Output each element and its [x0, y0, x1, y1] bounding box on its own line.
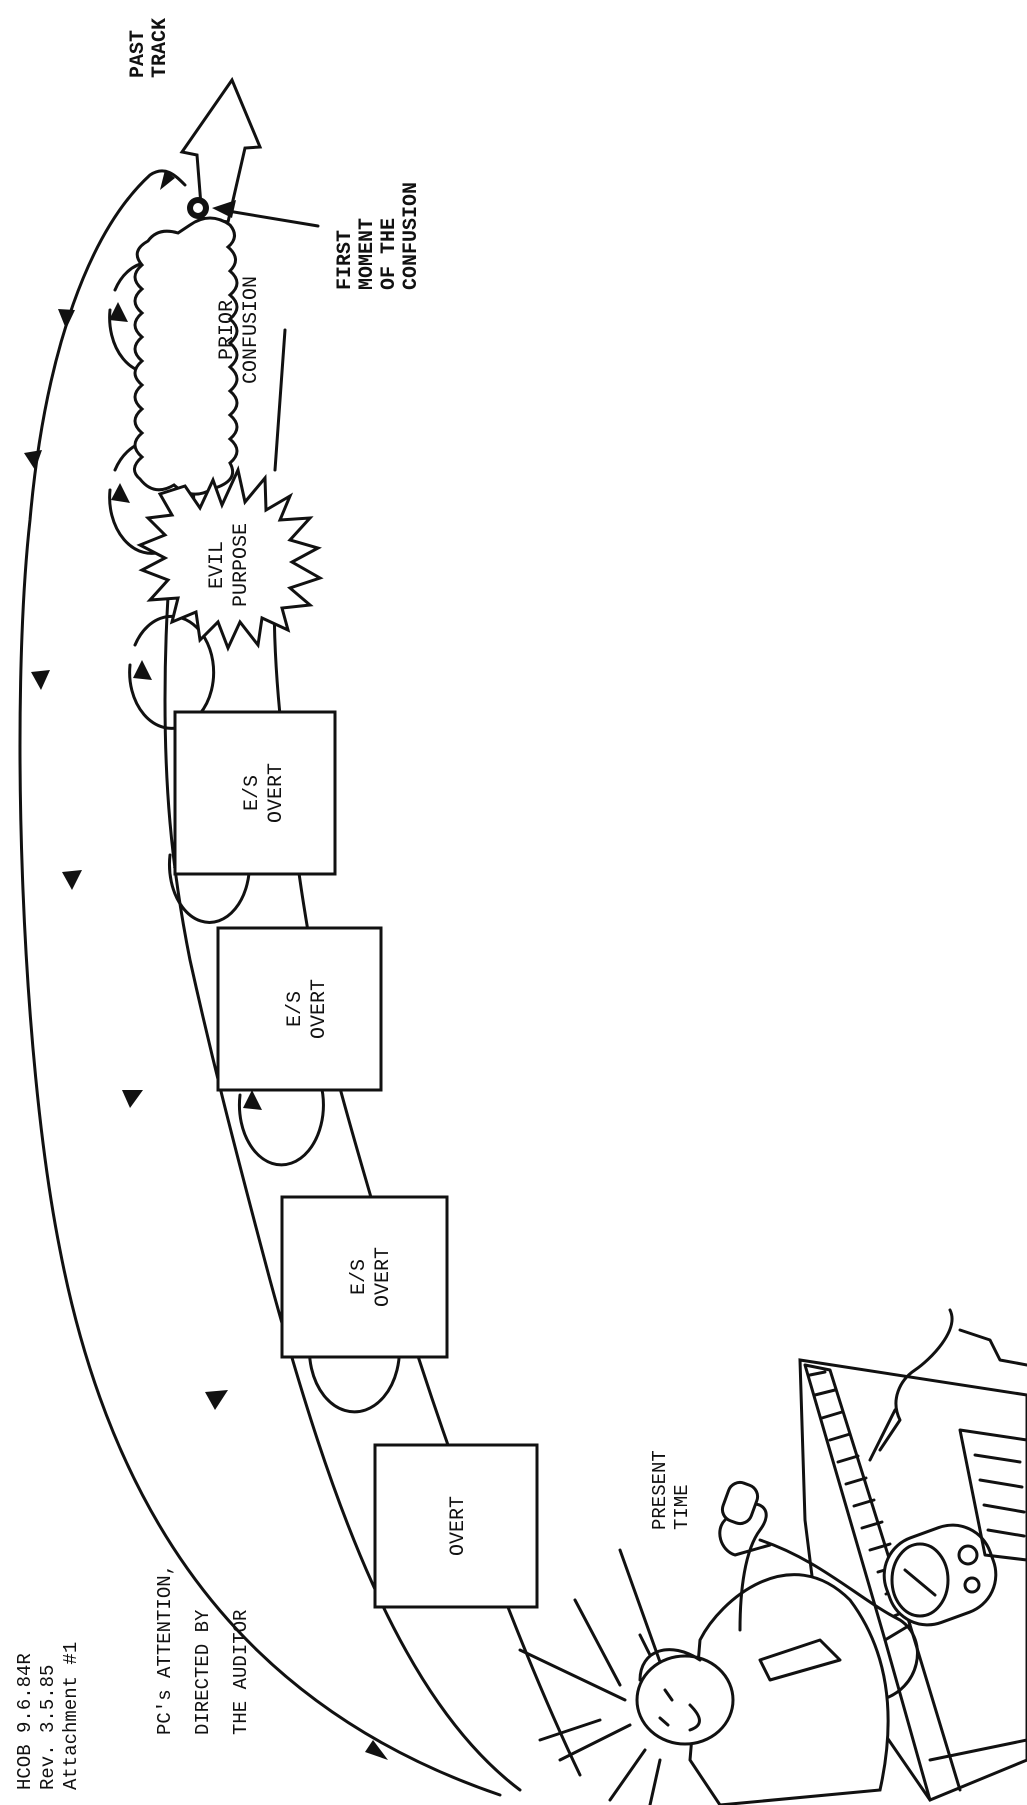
evil-purpose-line-1: EVIL: [206, 541, 229, 589]
first-moment-line-2: MOMENT: [356, 218, 379, 290]
arc-arrow-icon: [62, 870, 82, 890]
pc-head-icon: [637, 1656, 733, 1744]
incident-box-e-s-overt-2: E/S OVERT: [218, 928, 381, 1090]
first-moment-pointer-line: [222, 210, 318, 226]
document-header: HCOB 9.6.84R Rev. 3.5.85 Attachment #1: [14, 1642, 82, 1790]
first-moment-line-1: FIRST: [334, 230, 357, 290]
arc-arrow-icon: [58, 309, 75, 329]
prior-confusion-node: PRIOR CONFUSION: [134, 218, 263, 494]
attention-line-3: THE AUDITOR: [230, 1610, 252, 1735]
incident-label-line-1: E/S: [284, 991, 307, 1027]
loop-arrow-icon: [243, 1090, 262, 1110]
first-moment-dot-inner: [193, 203, 203, 213]
present-time-label: PRESENT TIME: [649, 1450, 693, 1530]
incident-box-overt: OVERT: [375, 1445, 537, 1607]
attention-line-1: PC's ATTENTION,: [154, 1564, 176, 1735]
loop-arrow-icon: [111, 483, 130, 503]
arc-arrow-icon: [205, 1390, 228, 1410]
present-time-line-2: TIME: [671, 1484, 693, 1530]
e-meter-knob-icon: [965, 1578, 979, 1592]
incident-label-line-2: OVERT: [265, 763, 288, 823]
arc-arrow-icon: [31, 670, 50, 690]
incident-box-e-s-overt-3: E/S OVERT: [175, 712, 335, 874]
header-line-3: Attachment #1: [60, 1642, 82, 1790]
e-meter-knob-icon: [959, 1546, 977, 1564]
incident-label-line-1: OVERT: [447, 1496, 470, 1556]
attention-line-2: DIRECTED BY: [192, 1609, 214, 1735]
arc-arrow-icon: [122, 1090, 143, 1108]
incident-label-line-2: OVERT: [308, 979, 331, 1039]
header-line-1: HCOB 9.6.84R: [14, 1653, 36, 1790]
incident-label-line-1: E/S: [241, 775, 264, 811]
loop-arrow-icon: [109, 302, 128, 322]
track-line-right-upper: [275, 330, 285, 470]
incident-label-line-2: OVERT: [372, 1247, 395, 1307]
past-track-label: PAST TRACK: [127, 18, 172, 78]
e-meter-dial-icon: [892, 1544, 948, 1616]
auditor-with-e-meter-illustration: [520, 1310, 1027, 1805]
incident-label-line-1: E/S: [348, 1259, 371, 1295]
prior-confusion-line-1: PRIOR: [216, 300, 239, 360]
header-line-2: Rev. 3.5.85: [37, 1665, 59, 1790]
past-track-line-2: TRACK: [149, 18, 172, 78]
evil-purpose-line-2: PURPOSE: [230, 523, 253, 607]
past-track-line-1: PAST: [127, 30, 150, 78]
first-moment-line-3: OF THE: [378, 218, 401, 290]
first-moment-label: FIRST MOMENT OF THE CONFUSION: [334, 182, 423, 290]
present-time-line-1: PRESENT: [649, 1450, 671, 1530]
loop-arrow-icon: [133, 660, 152, 680]
prior-confusion-line-2: CONFUSION: [240, 276, 263, 384]
first-moment-line-4: CONFUSION: [400, 182, 423, 290]
incident-box-e-s-overt-1: E/S OVERT: [282, 1197, 447, 1357]
arc-arrow-icon: [24, 450, 42, 470]
